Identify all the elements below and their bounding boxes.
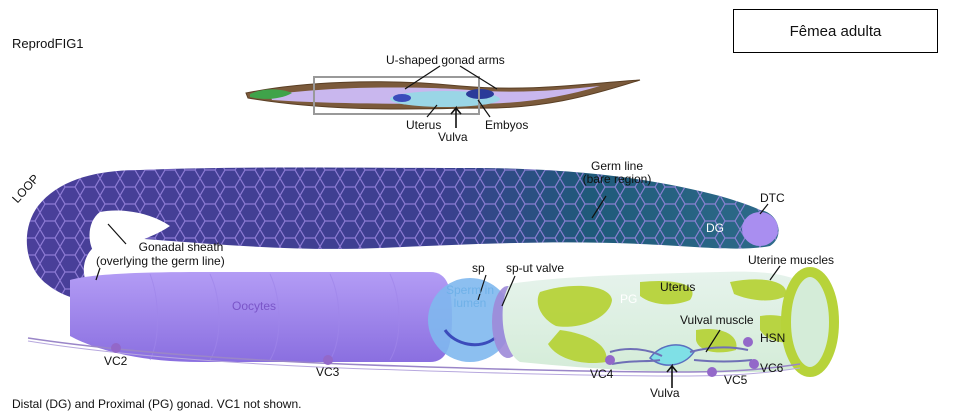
- label-lumen: lumen: [440, 297, 500, 310]
- label-u-shaped-gonad-arms: U-shaped gonad arms: [386, 54, 505, 67]
- vc6-neuron: [749, 359, 759, 369]
- label-vc4: VC4: [590, 368, 613, 381]
- label-hsn: HSN: [760, 332, 785, 345]
- uterus-end: [786, 272, 834, 372]
- vc2-neuron: [111, 343, 121, 353]
- vc3-neuron: [323, 355, 333, 365]
- dtc-tip: [742, 212, 778, 246]
- label-vulval-muscle: Vulval muscle: [680, 314, 754, 327]
- label-vc2: VC2: [104, 355, 127, 368]
- label-overlying-germ-line: (overlying the germ line): [96, 255, 225, 268]
- label-vulva-top: Vulva: [438, 131, 468, 144]
- adult-female-box: Fêmea adulta: [733, 9, 938, 53]
- figure-id: ReprodFIG1: [12, 36, 84, 51]
- figure-caption: Distal (DG) and Proximal (PG) gonad. VC1…: [12, 397, 301, 411]
- label-dg: DG: [706, 222, 724, 235]
- adult-female-label: Fêmea adulta: [790, 23, 882, 40]
- label-bare-region: (bare region): [572, 173, 662, 186]
- label-sp: sp: [472, 262, 485, 275]
- label-vulva-bottom: Vulva: [650, 387, 680, 400]
- label-vc3: VC3: [316, 366, 339, 379]
- label-uterus-top: Uterus: [406, 119, 441, 132]
- label-sp-ut-valve: sp-ut valve: [506, 262, 564, 275]
- label-dtc: DTC: [760, 192, 785, 205]
- vc5-neuron: [707, 367, 717, 377]
- label-gonadal-sheath: Gonadal sheath: [96, 241, 266, 254]
- label-uterine-muscles: Uterine muscles: [748, 254, 834, 267]
- vc4-neuron: [605, 355, 615, 365]
- label-vc6: VC6: [760, 362, 783, 375]
- worm-overview: [246, 66, 640, 128]
- label-pg: PG: [620, 293, 637, 306]
- label-uterus: Uterus: [660, 281, 695, 294]
- worm-embryo: [393, 94, 411, 102]
- label-vc5: VC5: [724, 374, 747, 387]
- label-oocytes: Oocytes: [232, 300, 276, 313]
- label-embryos: Embyos: [485, 119, 528, 132]
- gonad: [27, 168, 834, 389]
- hsn-neuron: [743, 337, 753, 347]
